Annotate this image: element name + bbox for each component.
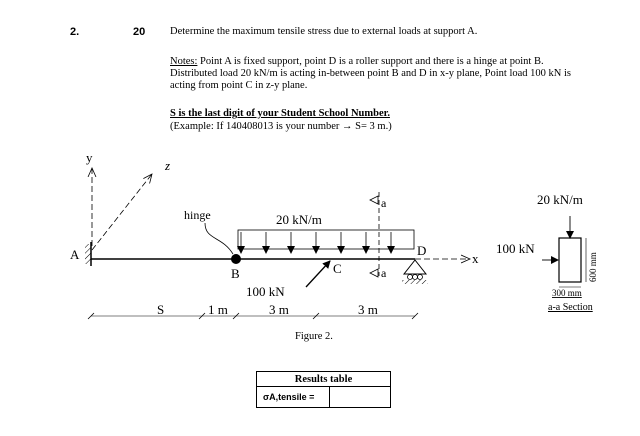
results-title: Results table <box>256 371 391 387</box>
dimension-3m-left: 3 m <box>269 302 289 317</box>
hinge-leader <box>204 222 234 255</box>
figure-caption: Figure 2. <box>295 331 333 342</box>
x-axis-label: x <box>472 251 479 266</box>
dimension-s: S <box>157 302 164 317</box>
question-number: 2. <box>70 26 80 38</box>
question-prompt: Determine the maximum tensile stress due… <box>170 26 478 37</box>
dimension-1m: 1 m <box>208 302 228 317</box>
point-b-label: B <box>231 266 240 281</box>
results-table: Results table σA,tensile = <box>256 371 391 408</box>
roller-wheel-2 <box>412 274 418 280</box>
point-c-label: C <box>333 261 342 276</box>
section-mark-bottom: a <box>381 266 387 280</box>
notes-text-1: Point A is fixed support, point D is a r… <box>197 56 544 67</box>
notes-line-3: acting from point C in z-y plane. <box>170 80 308 91</box>
section-height-label: 600 mm <box>588 252 598 282</box>
distributed-load-label: 20 kN/m <box>276 212 322 227</box>
roller-support <box>402 259 428 275</box>
section-mark-top: a <box>381 196 387 210</box>
distributed-load-box <box>237 229 415 250</box>
section-width-label: 300 mm <box>552 288 582 298</box>
section-arrow-bottom <box>369 268 379 278</box>
distributed-load-arrows <box>237 232 395 254</box>
y-axis-label: y <box>86 150 93 165</box>
z-axis-line <box>91 174 152 251</box>
roller-wheel-1 <box>407 274 413 280</box>
results-value-cell[interactable] <box>329 386 391 408</box>
section-point-load-label: 100 kN <box>496 241 535 256</box>
notes-line-1: Notes: Point A is fixed support, point D… <box>170 56 544 68</box>
student-rule-title: S is the last digit of your Student Scho… <box>170 108 390 119</box>
question-marks: 20 <box>133 26 146 38</box>
fixed-support-hatch <box>85 244 91 264</box>
section-arrow-top <box>369 195 379 205</box>
roller-wheel-3 <box>417 274 423 280</box>
dimension-3m-right: 3 m <box>358 302 378 317</box>
point-load-arrow <box>305 260 331 288</box>
section-title: a-a Section <box>548 302 593 313</box>
point-d-label: D <box>417 243 426 258</box>
notes-label: Notes: <box>170 56 198 67</box>
hinge-b <box>231 254 241 264</box>
results-label: σA,tensile = <box>256 386 330 408</box>
hinge-label: hinge <box>184 208 211 222</box>
student-rule-example: (Example: If 140408013 is your number → … <box>170 121 392 132</box>
z-axis-label: z <box>164 158 170 173</box>
point-a-label: A <box>70 247 80 262</box>
beam-figure: y z A x hinge B 20 kN/m C 100 kN a a D <box>70 150 598 320</box>
roller-ground <box>402 280 428 284</box>
dimension-ticks <box>87 312 419 320</box>
notes-line-2: Distributed load 20 kN/m is acting in-be… <box>170 68 571 79</box>
section-rectangle <box>558 237 582 283</box>
point-load-label: 100 kN <box>246 284 285 299</box>
section-distributed-load-label: 20 kN/m <box>537 192 583 207</box>
